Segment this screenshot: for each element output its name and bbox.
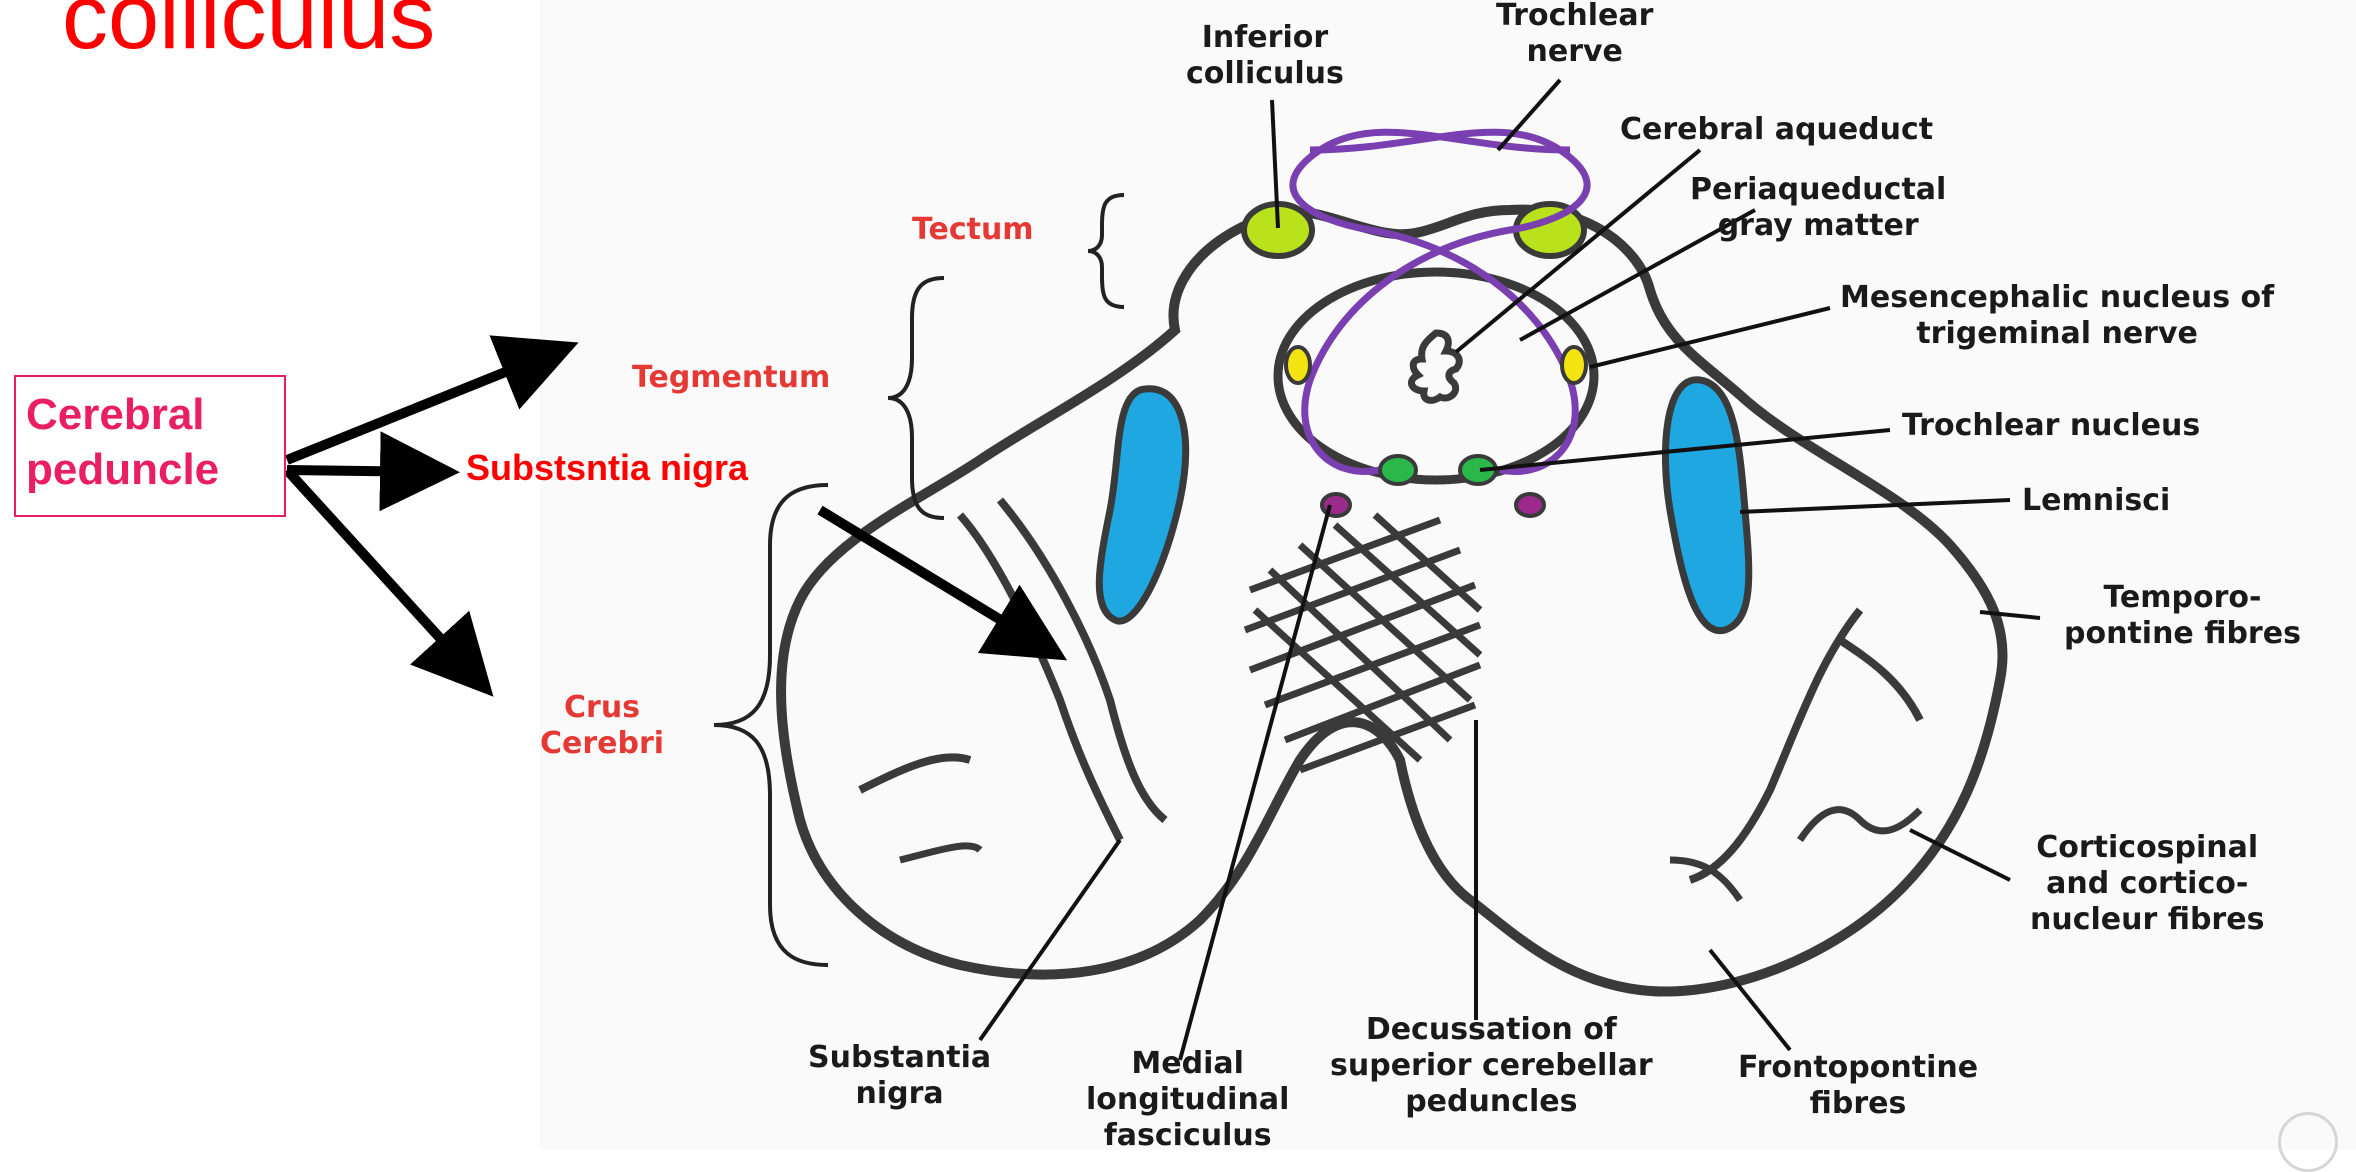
- fibre-line-left-2: [900, 846, 980, 860]
- mlf-right: [1516, 494, 1544, 516]
- fibre-line-right-3: [1670, 860, 1740, 900]
- tectum-brace: [1088, 195, 1124, 307]
- label-crus-cerebri: Crus Cerebri: [540, 690, 664, 762]
- label-inferior-colliculus: Inferior colliculus: [1186, 20, 1344, 92]
- label-trochlear-nerve: Trochlear nerve: [1496, 0, 1653, 70]
- label-frontopontine: Frontopontine fibres: [1738, 1050, 1978, 1122]
- cerebral-peduncle-box: Cerebral peduncle: [14, 375, 286, 517]
- label-temporopontine: Temporo- pontine fibres: [2064, 580, 2301, 652]
- lemniscus-right: [1665, 380, 1748, 631]
- fibre-line-right-2: [1800, 810, 1920, 840]
- substantia-nigra-right: [1690, 610, 1860, 880]
- label-periaqueductal-gray: Periaqueductal gray matter: [1690, 172, 1946, 244]
- substantia-nigra-left: [960, 515, 1120, 840]
- trochlear-nucleus-left: [1380, 456, 1416, 484]
- label-substantia-nigra: Substantia nigra: [808, 1040, 991, 1112]
- mesencephalic-nucleus-left: [1286, 347, 1310, 383]
- label-decussation: Decussation of superior cerebellar pedun…: [1330, 1012, 1653, 1120]
- label-mesencephalic-nucleus: Mesencephalic nucleus of trigeminal nerv…: [1840, 280, 2274, 352]
- substantia-nigra-annotation: Substsntia nigra: [466, 447, 748, 489]
- trochlear-nerve-right: [1293, 132, 1575, 471]
- cerebral-peduncle-label: Cerebral peduncle: [16, 387, 284, 497]
- crus-cerebri-brace: [714, 485, 828, 965]
- cerebral-aqueduct: [1411, 333, 1459, 400]
- fibre-line-right: [1840, 640, 1920, 720]
- label-corticospinal: Corticospinal and cortico- nucleur fibre…: [2030, 830, 2264, 938]
- label-trochlear-nucleus: Trochlear nucleus: [1902, 408, 2200, 444]
- label-cerebral-aqueduct: Cerebral aqueduct: [1620, 112, 1933, 148]
- label-tegmentum: Tegmentum: [632, 360, 830, 396]
- watermark-logo: [2278, 1112, 2338, 1172]
- decussation-lines: [1245, 515, 1480, 770]
- label-lemnisci: Lemnisci: [2022, 483, 2170, 519]
- periaqueductal-gray: [1278, 272, 1594, 480]
- label-medial-longitudinal: Medial longitudinal fasciculus: [1086, 1046, 1289, 1154]
- label-tectum: Tectum: [912, 212, 1034, 248]
- fibre-line-left: [860, 757, 970, 790]
- mesencephalic-nucleus-right: [1562, 347, 1586, 383]
- lemniscus-left: [1099, 389, 1185, 621]
